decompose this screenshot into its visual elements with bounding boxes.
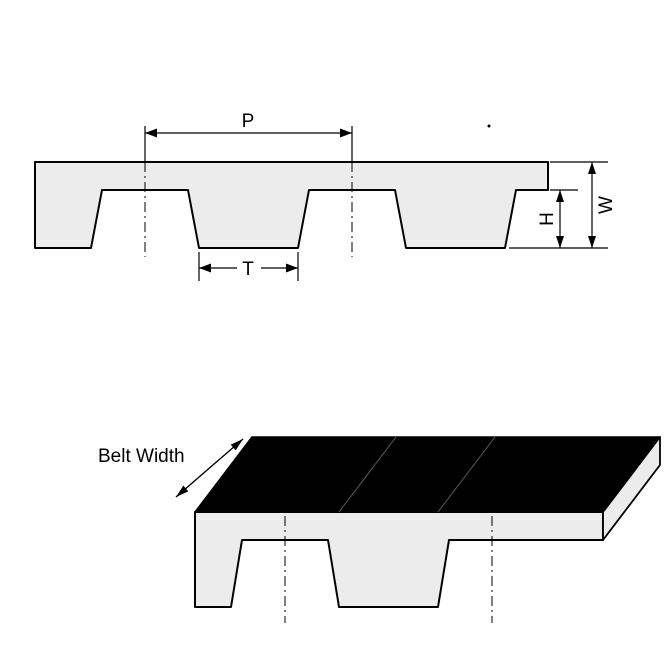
iso-end-face [602, 436, 661, 541]
stray-mark [487, 124, 491, 128]
belt-width-arrowhead-upper [230, 439, 243, 451]
tooth-width-arrowhead-left [199, 263, 211, 273]
tooth-width-dimension: T [198, 252, 299, 281]
tooth-height-arrowhead-top [556, 190, 564, 202]
belt-profile-shape [34, 161, 549, 249]
belt-width-label: Belt Width [98, 446, 185, 467]
pitch-arrowhead-left [145, 128, 157, 138]
belt-width-arrowhead-lower [176, 485, 189, 497]
tooth-width-label: T [242, 259, 254, 280]
tooth-height-label: H [537, 212, 558, 226]
top-face-seam-line-2 [437, 436, 496, 513]
belt-thickness-arrowhead-top [588, 162, 596, 174]
belt-width-annotation: Belt Width [98, 438, 244, 498]
belt-thickness-dimension: W [509, 161, 617, 249]
isometric-view: Belt Width [98, 436, 661, 623]
top-face-seam-line-1 [338, 436, 397, 513]
iso-top-face [194, 436, 661, 513]
pitch-dimension: P [144, 111, 353, 257]
belt-thickness-label: W [596, 196, 617, 214]
iso-front-face [194, 511, 604, 608]
tooth-height-arrowhead-bottom [556, 236, 564, 248]
belt-thickness-arrowhead-bottom [588, 236, 596, 248]
belt-width-arrow-line [175, 438, 244, 498]
tooth-height-dimension: H [537, 189, 578, 248]
profile-view: P T H W [34, 111, 617, 281]
pitch-label: P [242, 111, 255, 132]
pitch-arrowhead-right [340, 128, 352, 138]
tooth-width-arrowhead-right [286, 263, 298, 273]
